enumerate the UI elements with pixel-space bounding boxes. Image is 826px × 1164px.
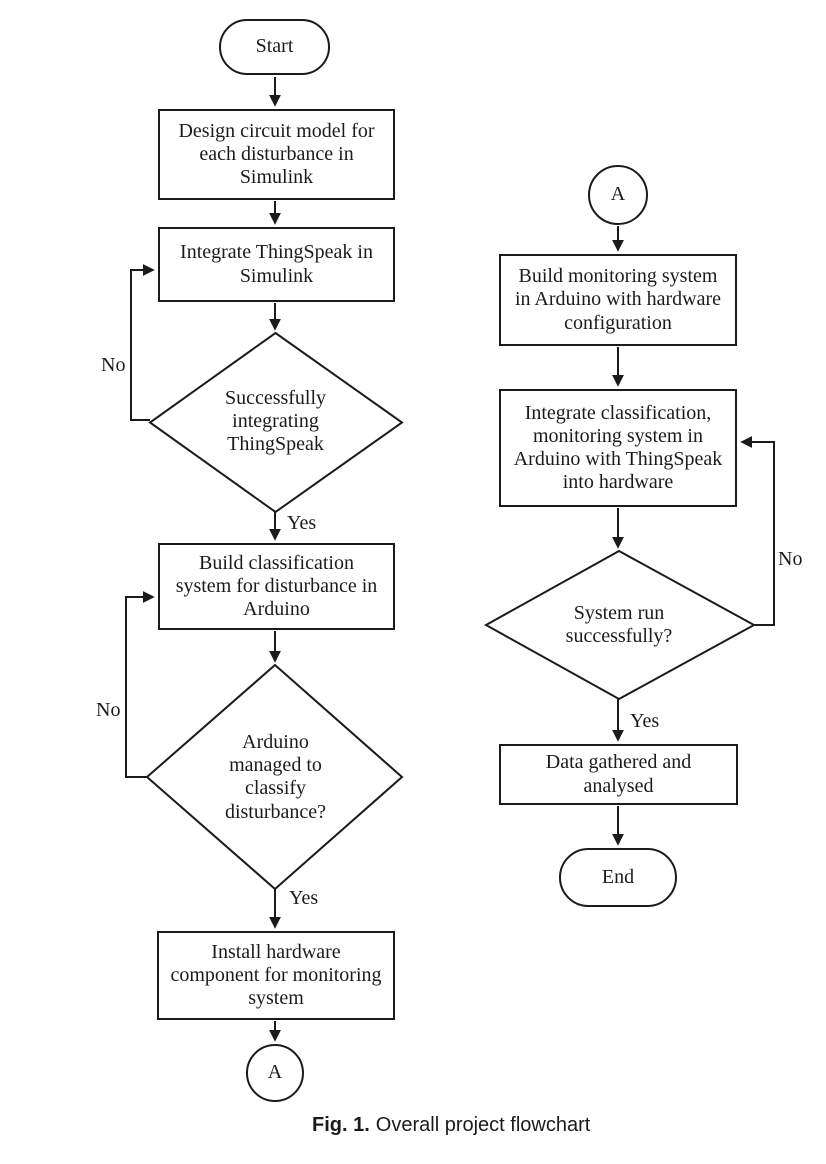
flowchart-decision-system-run-label: System run successfully? xyxy=(565,602,673,648)
flowchart-connector-a-right: A xyxy=(588,165,648,225)
flowchart-node-integrate-classification: Integrate classification, monitoring sys… xyxy=(499,389,737,507)
edge-label-yes-1: Yes xyxy=(287,512,317,534)
edge-label-no-1: No xyxy=(101,354,126,376)
edge-label-no-3: No xyxy=(778,548,803,570)
figure-caption-title: Overall project flowchart xyxy=(375,1114,591,1136)
flowchart-decision-classify-label: Arduino managed to classify disturbance? xyxy=(224,731,327,823)
edge-label-yes-2: Yes xyxy=(289,887,319,909)
flowchart-node-build-monitoring: Build monitoring system in Arduino with … xyxy=(499,254,737,346)
flowchart-node-install-hardware: Install hardware component for monitorin… xyxy=(157,931,395,1020)
flowchart-node-data-gathered: Data gathered and analysed xyxy=(499,744,738,805)
flowchart-decision-integrate-label: Successfully integrating ThingSpeak xyxy=(224,387,327,456)
flowchart-node-integrate-thingspeak: Integrate ThingSpeak in Simulink xyxy=(158,227,395,302)
flowchart-connector-a-left: A xyxy=(246,1044,304,1102)
edge-decision1-no-loop xyxy=(130,264,155,421)
flowchart-node-end: End xyxy=(559,848,677,907)
figure-caption: Fig. 1.Overall project flowchart xyxy=(312,1112,590,1138)
flowchart-node-start: Start xyxy=(219,19,330,75)
edge-label-no-2: No xyxy=(96,699,121,721)
figure-caption-number: Fig. 1. xyxy=(312,1114,370,1136)
edge-decision3-no-loop xyxy=(740,436,775,626)
flowchart-node-build-classification: Build classification system for disturba… xyxy=(158,543,395,630)
edge-decision2-no-loop xyxy=(125,591,155,778)
flowchart-node-design-circuit: Design circuit model for each disturbanc… xyxy=(158,109,395,200)
edge-label-yes-3: Yes xyxy=(630,710,660,732)
